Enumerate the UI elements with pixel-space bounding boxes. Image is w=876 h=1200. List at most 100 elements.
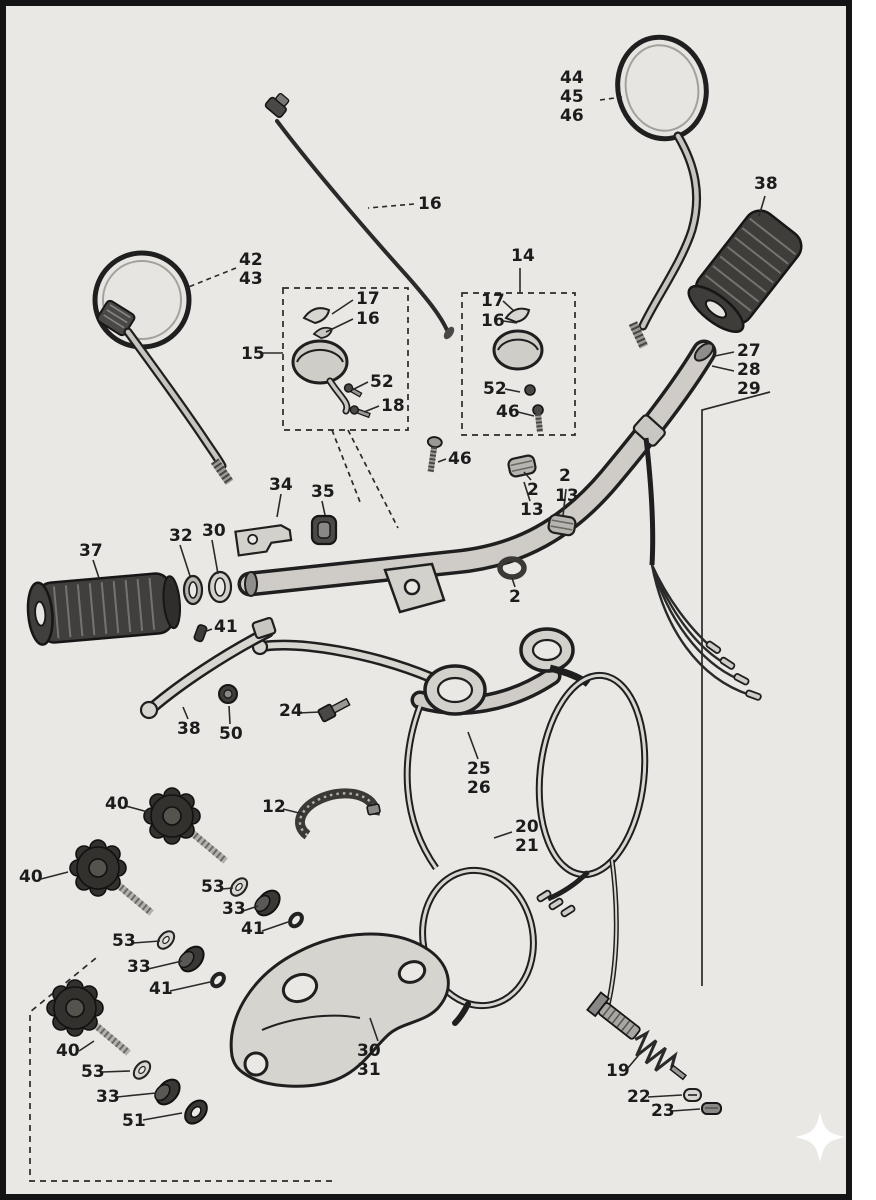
cable-clip <box>683 1088 702 1102</box>
left-mirror <box>92 250 234 485</box>
cable-guide-b <box>547 513 577 537</box>
part-callout: 38 <box>754 174 778 194</box>
part-callout: 26 <box>467 778 491 798</box>
part-callout: 17 <box>481 291 505 311</box>
part-callout: 23 <box>651 1101 675 1121</box>
washer-nut-chain-2 <box>156 930 226 989</box>
part-callout: 40 <box>19 867 43 887</box>
part-callout: 52 <box>483 379 507 399</box>
switch-group-box-15 <box>282 287 409 431</box>
part-callout: 31 <box>357 1060 381 1080</box>
handlebar <box>237 339 717 614</box>
part-callout: 2 <box>559 466 571 486</box>
lever-pivot-pin <box>193 624 208 643</box>
part-callout: 34 <box>269 475 293 495</box>
mount-screw <box>426 436 443 473</box>
part-callout: 40 <box>105 794 129 814</box>
part-callout: 38 <box>177 719 201 739</box>
part-callout: 24 <box>279 701 303 721</box>
leader-lines <box>40 96 766 1121</box>
part-callout: 45 <box>560 87 584 107</box>
part-callout: 46 <box>448 449 472 469</box>
part-callout: 20 <box>515 817 539 837</box>
part-callout: 33 <box>222 899 246 919</box>
reference-line-right <box>701 391 771 986</box>
throttle-cable-upper <box>264 92 455 340</box>
switch-screw <box>532 404 544 433</box>
part-callout: 27 <box>737 341 761 361</box>
wire-harness <box>536 437 762 918</box>
part-callout: 46 <box>496 402 520 422</box>
switch-group-box-14 <box>461 292 576 436</box>
part-callout: 41 <box>149 979 173 999</box>
clamp-band <box>294 788 381 840</box>
part-callout: 16 <box>418 194 442 214</box>
star-knob-3 <box>46 979 131 1056</box>
part-callout: 32 <box>169 526 193 546</box>
part-callout: 33 <box>96 1087 120 1107</box>
grip-rubber-pad <box>310 514 338 546</box>
part-callout: 17 <box>356 289 380 309</box>
part-callout: 53 <box>201 877 225 897</box>
part-callout: 46 <box>560 106 584 126</box>
part-callout: 25 <box>467 759 491 779</box>
part-callout: 37 <box>79 541 103 561</box>
part-callout: 50 <box>219 724 243 744</box>
star-knob-2 <box>69 839 154 916</box>
brake-cable <box>535 664 649 1006</box>
cable-adjuster <box>586 991 722 1115</box>
part-callout: 21 <box>515 836 539 856</box>
part-callout: 53 <box>81 1062 105 1082</box>
part-callout: 30 <box>357 1041 381 1061</box>
barrel-nut <box>701 1102 722 1115</box>
bar-collar <box>182 574 204 606</box>
right-switch-housing <box>492 307 544 433</box>
star-knob-1 <box>143 787 228 864</box>
part-callout: 16 <box>481 311 505 331</box>
washer-nut-chain-3 <box>132 1060 208 1125</box>
part-callout: 29 <box>737 379 761 399</box>
part-callout: 13 <box>555 486 579 506</box>
right-grip <box>687 209 803 333</box>
clutch-lever <box>139 616 277 720</box>
part-callout: 53 <box>112 931 136 951</box>
part-callout: 14 <box>511 246 535 266</box>
part-callout: 44 <box>560 68 584 88</box>
part-callout: 28 <box>737 360 761 380</box>
part-callout: 30 <box>202 521 226 541</box>
knob-group-box <box>29 957 332 1182</box>
part-callout: 16 <box>356 309 380 329</box>
left-grip <box>26 572 182 646</box>
bar-bushing <box>207 570 233 604</box>
part-callout: 19 <box>606 1061 630 1081</box>
bullet-terminals <box>536 640 762 918</box>
part-callout: 51 <box>122 1111 146 1131</box>
part-callout: 52 <box>370 372 394 392</box>
cable-clamp <box>234 524 293 557</box>
part-callout: 41 <box>241 919 265 939</box>
part-callout: 15 <box>241 344 265 364</box>
washer-nut-chain-1 <box>229 877 304 929</box>
return-spring <box>634 1029 687 1081</box>
reference-lines <box>29 287 771 1182</box>
part-callout: 2 <box>527 480 539 500</box>
left-switch-housing <box>291 307 371 419</box>
part-callout: 12 <box>262 797 286 817</box>
cable-guide-ring <box>497 556 527 580</box>
mount-bolt <box>317 697 351 723</box>
part-callout: 18 <box>381 396 405 416</box>
part-callout: 13 <box>520 500 544 520</box>
cable-guide-a <box>507 454 537 478</box>
sparkle-watermark-icon <box>795 1112 845 1162</box>
part-callout: 43 <box>239 269 263 289</box>
part-callout: 41 <box>214 617 238 637</box>
part-callout: 40 <box>56 1041 80 1061</box>
part-callout: 35 <box>311 482 335 502</box>
part-callout: 33 <box>127 957 151 977</box>
handlebar-holder <box>229 932 450 1088</box>
part-callout: 42 <box>239 250 263 270</box>
part-callout: 22 <box>627 1087 651 1107</box>
part-callout: 2 <box>509 587 521 607</box>
